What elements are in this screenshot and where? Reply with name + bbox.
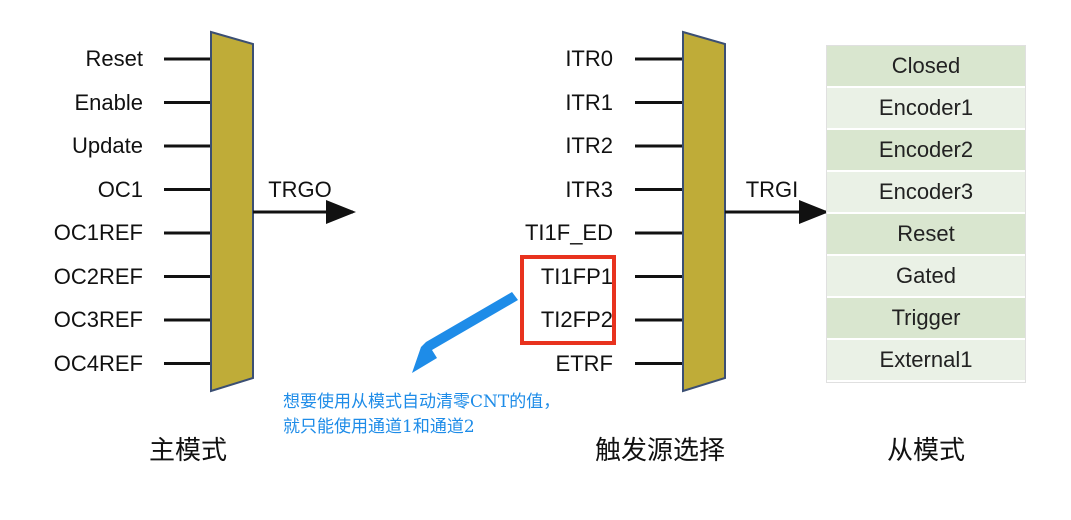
master-input-label: Reset xyxy=(85,46,143,71)
slave-mode-cell: Encoder2 xyxy=(827,130,1025,172)
annotation-line-1: 想要使用从模式自动清零CNT的值， xyxy=(283,392,561,412)
trigger-input-label: ITR1 xyxy=(565,89,613,115)
master-input-label: Update xyxy=(72,133,143,158)
slave-mode-cell: Reset xyxy=(827,214,1025,256)
trigger-source-mux xyxy=(682,30,726,393)
trgo-label: TRGO xyxy=(268,177,332,202)
trigger-input-label: ITR3 xyxy=(565,176,613,202)
trgi-label: TRGI xyxy=(745,177,799,202)
trigger-input-lines xyxy=(635,57,683,365)
slave-mode-cell: Encoder1 xyxy=(827,88,1025,130)
callout-arrow xyxy=(412,292,518,373)
master-input-lines xyxy=(164,57,211,365)
annotation-line-2: 就只能使用通道1和通道2 xyxy=(283,416,475,437)
master-input-label: OC2REF xyxy=(53,263,143,289)
trigger-input-label: ITR2 xyxy=(565,133,613,158)
master-caption: 主模式 xyxy=(148,436,228,466)
master-input-label: OC1REF xyxy=(53,220,143,245)
trigger-input-label: ITR0 xyxy=(565,46,613,71)
annotation-note: 想要使用从模式自动清零CNT的值， 就只能使用通道1和通道2 xyxy=(283,390,663,439)
slave-mode-cell: External1 xyxy=(827,340,1025,382)
trigger-input-label: TI1F_ED xyxy=(524,220,613,245)
slave-mode-cell: Encoder3 xyxy=(827,172,1025,214)
master-input-label: OC3REF xyxy=(53,307,143,332)
master-input-label: OC4REF xyxy=(53,350,143,376)
trigger-input-label: TI1FP1 xyxy=(540,263,613,289)
master-input-label: OC1 xyxy=(97,176,143,202)
channel-highlight-box xyxy=(520,255,616,345)
trigger-input-label: ETRF xyxy=(555,350,613,376)
slave-caption: 从模式 xyxy=(886,436,966,466)
trigger-input-label: TI2FP2 xyxy=(540,307,613,332)
trigger-caption: 触发源选择 xyxy=(594,436,726,466)
slave-mode-cell: Trigger xyxy=(827,298,1025,340)
master-input-label: Enable xyxy=(74,89,143,115)
slave-mode-cell: Closed xyxy=(827,46,1025,88)
master-mode-mux xyxy=(210,30,254,393)
slave-mode-cell: Gated xyxy=(827,256,1025,298)
